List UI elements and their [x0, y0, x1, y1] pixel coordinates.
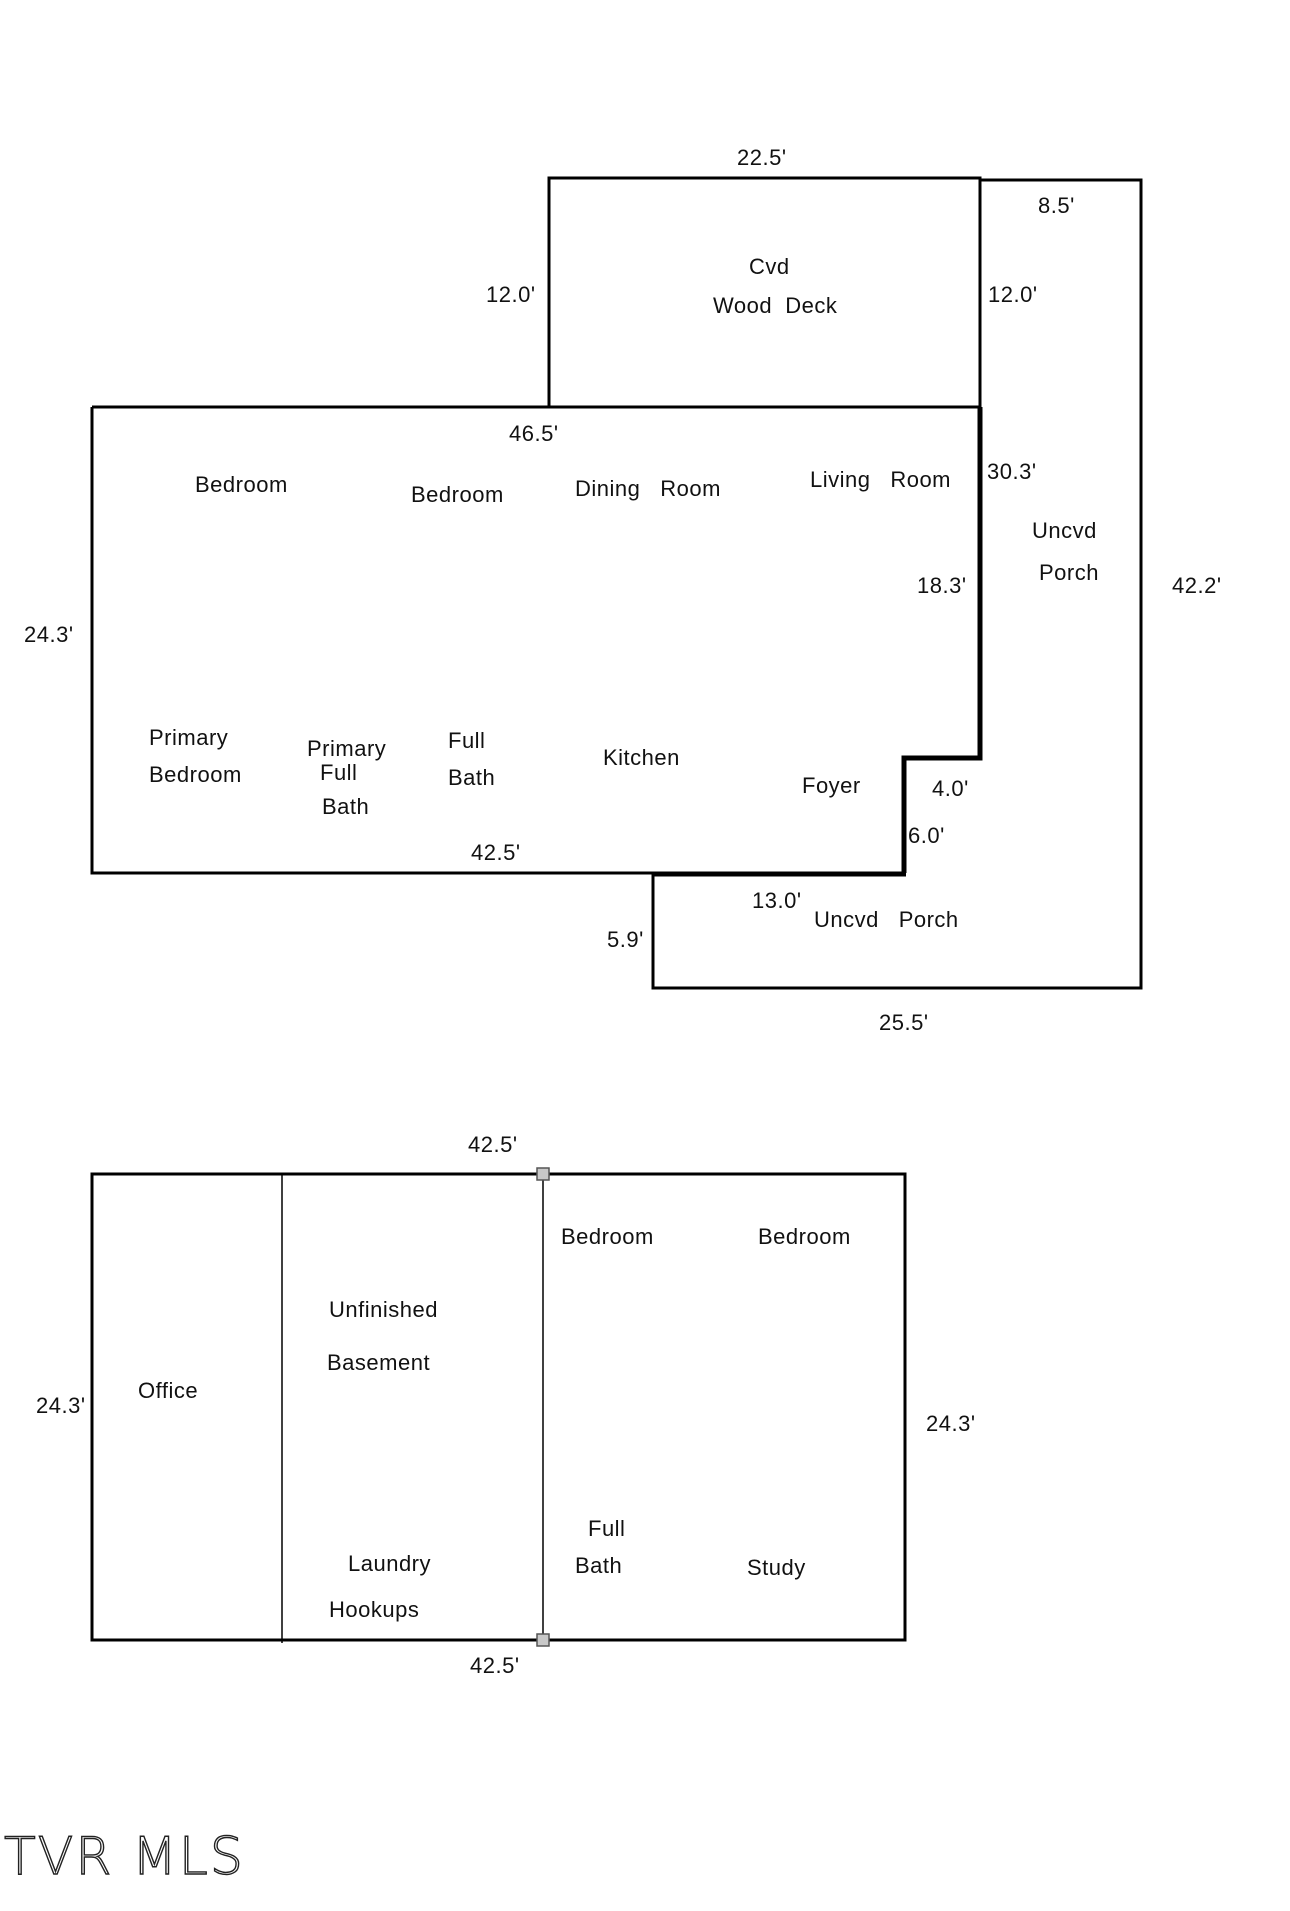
dimension-label: 6.0' — [908, 823, 945, 848]
dimension-label: 22.5' — [737, 145, 787, 170]
dimension-label: 42.5' — [470, 1653, 520, 1678]
room-label-living-room: Living Room — [810, 467, 951, 492]
room-label-bedroom: Bedroom — [149, 762, 242, 787]
room-label-bath: Bath — [322, 794, 369, 819]
room-label-wood-deck: Wood Deck — [713, 293, 838, 318]
room-label-uncvd-porch: Uncvd Porch — [814, 907, 959, 932]
room-label-foyer: Foyer — [802, 773, 861, 798]
room-label-primary: Primary — [149, 725, 228, 750]
dimension-label: 42.5' — [471, 840, 521, 865]
room-label-office: Office — [138, 1378, 198, 1403]
dimension-label: 13.0' — [752, 888, 802, 913]
main-floor-plan: Cvd Wood Deck Bedroom Bedroom Dining Roo… — [24, 145, 1222, 1035]
dimension-label: 42.5' — [468, 1132, 518, 1157]
dimension-label: 24.3' — [24, 622, 74, 647]
room-label-bedroom: Bedroom — [561, 1224, 654, 1249]
room-label-bath: Bath — [448, 765, 495, 790]
room-label-bath: Bath — [575, 1553, 622, 1578]
room-label-study: Study — [747, 1555, 806, 1580]
dimension-label: 46.5' — [509, 421, 559, 446]
room-label-cvd: Cvd — [749, 254, 790, 279]
dimension-label: 25.5' — [879, 1010, 929, 1035]
uncovered-porch-right-outline — [651, 178, 1143, 990]
dimension-label: 24.3' — [926, 1411, 976, 1436]
room-label-uncvd: Uncvd — [1032, 518, 1097, 543]
room-label-full: Full — [588, 1516, 625, 1541]
dimension-label: 18.3' — [917, 573, 967, 598]
dimension-label: 30.3' — [987, 459, 1037, 484]
dimension-label: 12.0' — [988, 282, 1038, 307]
room-label-laundry: Laundry — [348, 1551, 431, 1576]
dimension-label: 8.5' — [1038, 193, 1075, 218]
dimension-label: 12.0' — [486, 282, 536, 307]
room-label-hookups: Hookups — [329, 1597, 419, 1622]
room-label-kitchen: Kitchen — [603, 745, 680, 770]
room-label-full: Full — [448, 728, 485, 753]
wall-handle-top[interactable] — [536, 1167, 550, 1181]
room-label-porch: Porch — [1039, 560, 1099, 585]
dimension-label: 5.9' — [607, 927, 644, 952]
room-label-dining-room: Dining Room — [575, 476, 721, 501]
tvr-mls-watermark: TVR MLS — [4, 1827, 245, 1887]
room-label-unfinished: Unfinished — [329, 1297, 438, 1322]
room-label-primary: Primary — [307, 736, 386, 761]
dimension-label: 24.3' — [36, 1393, 86, 1418]
wall-handle-bottom[interactable] — [536, 1633, 550, 1647]
basement-outline — [90, 1172, 907, 1642]
room-label-bedroom: Bedroom — [411, 482, 504, 507]
dimension-label: 4.0' — [932, 776, 969, 801]
room-label-bedroom: Bedroom — [195, 472, 288, 497]
room-label-basement: Basement — [327, 1350, 430, 1375]
room-label-full: Full — [320, 760, 357, 785]
basement-plan: Office Unfinished Basement Laundry Hooku… — [36, 1132, 976, 1678]
house-right-wall — [901, 407, 983, 873]
room-label-bedroom: Bedroom — [758, 1224, 851, 1249]
dimension-label: 42.2' — [1172, 573, 1222, 598]
